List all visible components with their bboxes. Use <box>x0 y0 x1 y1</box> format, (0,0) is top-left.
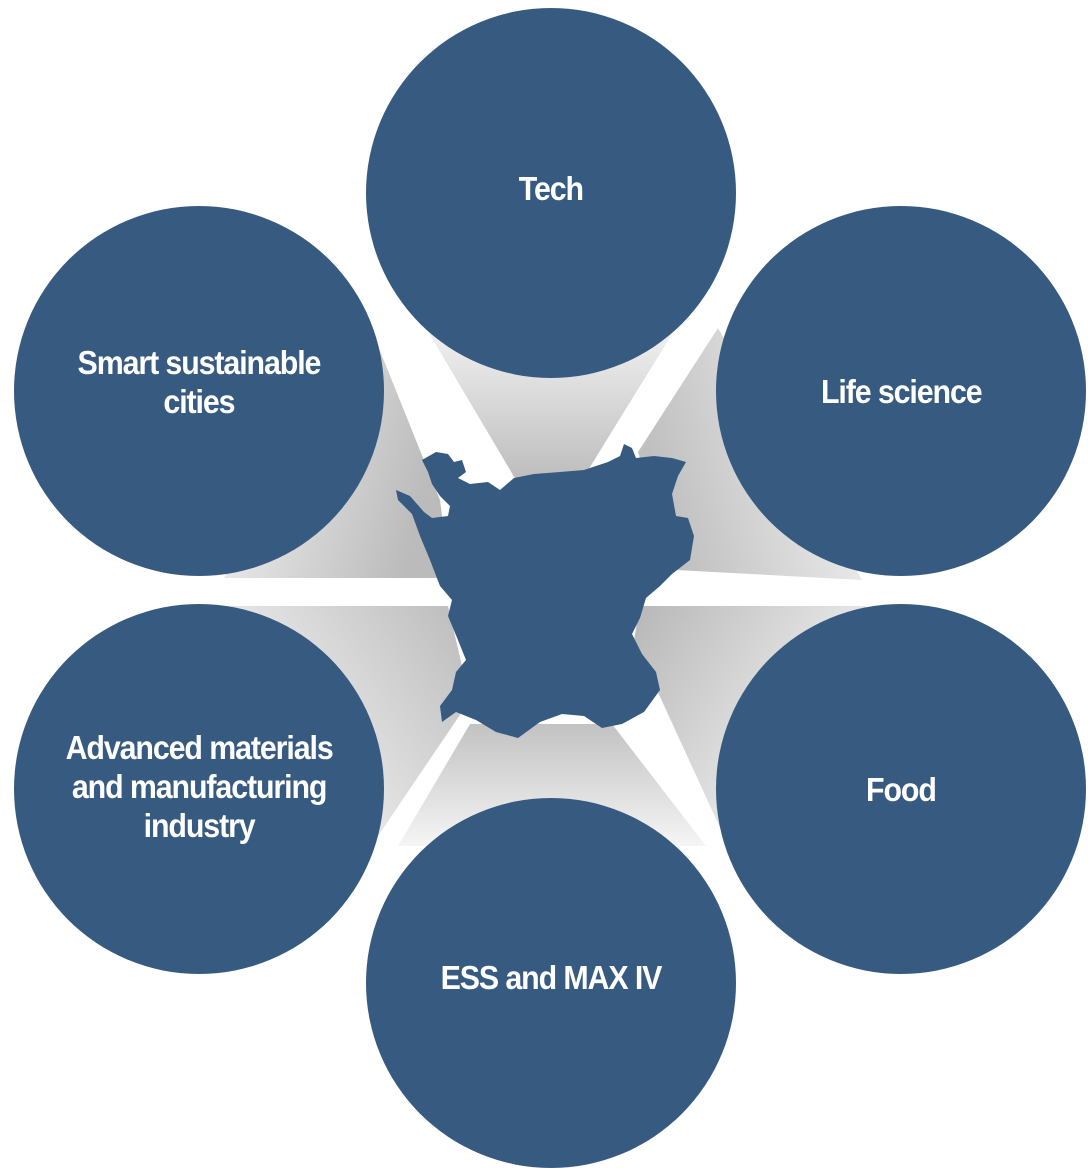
region-map-shape <box>396 444 694 738</box>
focus-area-label: Smart sustainable cities <box>77 344 322 420</box>
focus-area-tech: Tech <box>366 8 736 378</box>
focus-area-label: ESS and MAX IV <box>440 958 663 996</box>
focus-area-ess-max-iv: ESS and MAX IV <box>366 798 736 1168</box>
focus-area-life-science: Life science <box>716 206 1086 576</box>
focus-area-label: Food <box>866 770 937 808</box>
focus-area-label: Advanced materials and manufacturing ind… <box>65 728 333 844</box>
focus-area-smart-cities: Smart sustainable cities <box>14 206 384 576</box>
focus-area-label: Tech <box>518 169 584 207</box>
focus-area-advanced-materials: Advanced materials and manufacturing ind… <box>14 604 384 974</box>
focus-area-label: Life science <box>820 372 983 410</box>
focus-area-food: Food <box>716 604 1086 974</box>
